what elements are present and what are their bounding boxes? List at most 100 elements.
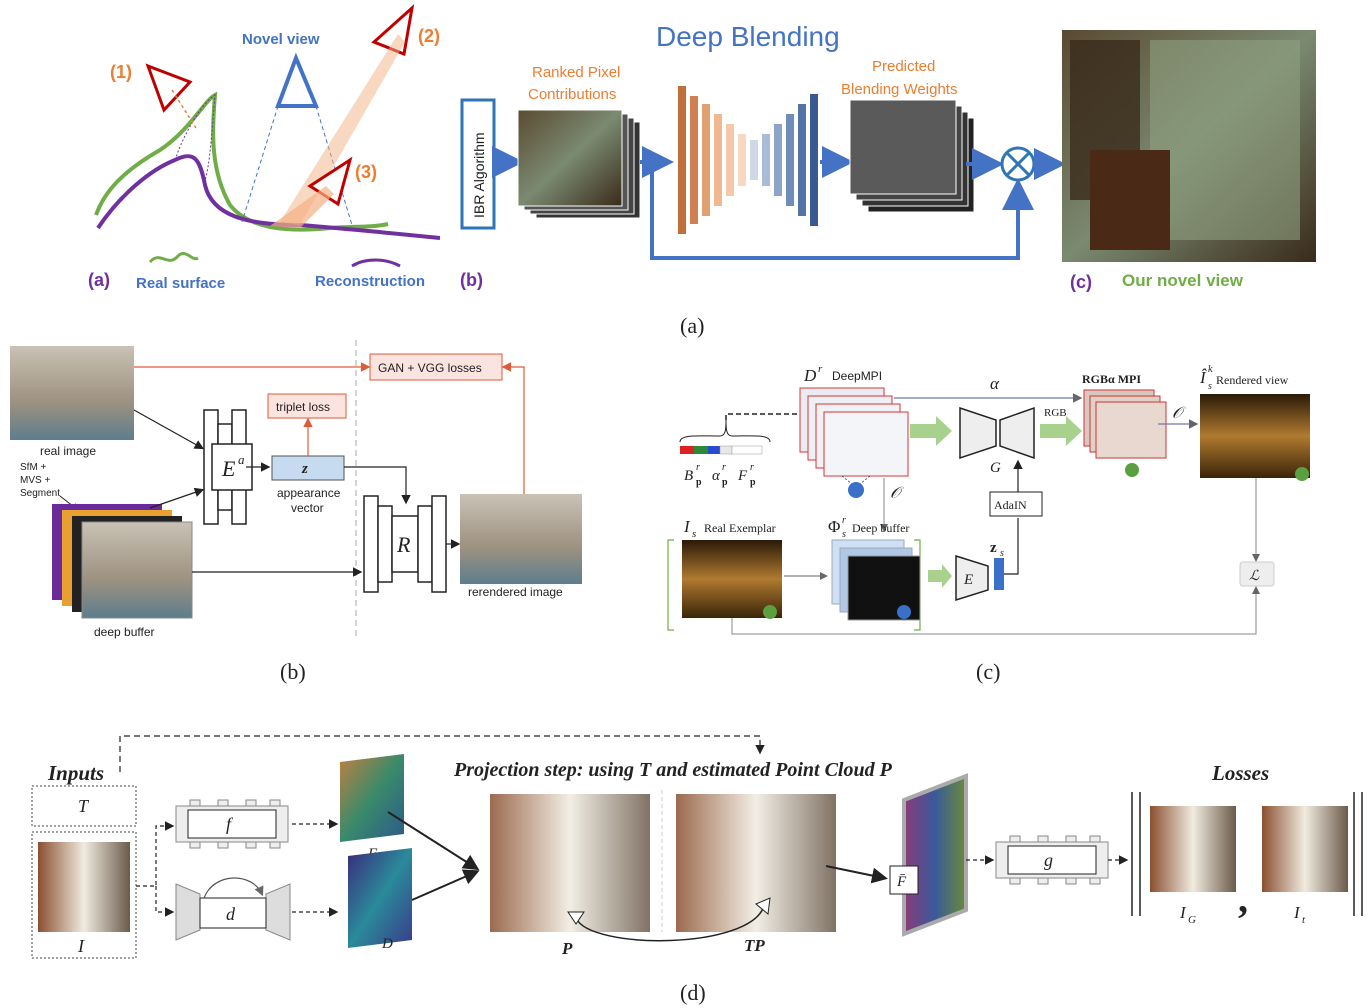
- subfigure-a-geometry: (1) (2) (3) Novel view (a) Real surface …: [88, 4, 441, 292]
- camera-1-icon: [145, 63, 193, 113]
- g-network: [995, 835, 1109, 885]
- camera-icon-3: [1295, 467, 1309, 481]
- deep-buffer-stack: [52, 504, 193, 619]
- I-label: I: [77, 936, 85, 956]
- unet-network-icon: [678, 86, 818, 234]
- subfigure-c-novel-view: (c) Our novel view: [1062, 30, 1316, 292]
- T-label: T: [78, 796, 90, 816]
- reconstruction-legend-swatch: [351, 258, 401, 268]
- our-novel-view-label: Our novel view: [1122, 271, 1244, 290]
- point-cloud-TP: [676, 794, 836, 932]
- panel-c-caption: (c): [976, 659, 1000, 684]
- E-label: E: [963, 572, 973, 588]
- d-network: [175, 877, 291, 941]
- rendered-symbol: Î: [1199, 368, 1207, 387]
- panel-a-caption: (a): [680, 313, 704, 338]
- sub-a-label: (a): [88, 270, 110, 290]
- sfm-label-1: SfM +: [20, 462, 47, 473]
- panel-c: D r DeepMPI α G RGB RGBα MPI 𝒪 Î: [667, 363, 1310, 684]
- Fbar-label: F̄: [896, 874, 907, 890]
- renderer-block: R: [363, 495, 447, 593]
- F-sub: p: [750, 477, 756, 488]
- loss-comma: ,: [1238, 876, 1248, 921]
- panel-b-caption: (b): [280, 659, 306, 684]
- phi-label: Φ: [828, 517, 840, 536]
- rgb-label: RGB: [1044, 407, 1067, 419]
- zs-vector: [994, 558, 1004, 590]
- point-cloud-P: [490, 794, 650, 932]
- camera-icon-2: [1125, 463, 1139, 477]
- loss-label: ℒ: [1249, 569, 1260, 584]
- I-input-photo: [38, 842, 130, 932]
- alpha-p-sub: p: [722, 477, 728, 488]
- renderer-label: R: [396, 532, 411, 557]
- sfm-label-3: Segment: [20, 488, 60, 499]
- novel-view-label: Novel view: [242, 31, 320, 48]
- rendered-view-photo: [1200, 394, 1310, 478]
- deepmpi-label: DeepMPI: [832, 369, 882, 383]
- zs-sub: s: [1000, 548, 1004, 559]
- deepmpi-symbol: D: [803, 366, 817, 385]
- deep-buffer-label: deep buffer: [94, 625, 155, 639]
- sub-b-label: (b): [460, 270, 483, 290]
- encoder-block: E a: [203, 409, 253, 525]
- losses-label: Losses: [1211, 761, 1269, 785]
- It-sub: t: [1302, 914, 1306, 926]
- z-label: z: [301, 461, 308, 477]
- D-label: D: [381, 936, 393, 952]
- rgba-mpi-volume: [1083, 389, 1167, 459]
- reconstruction-label: Reconstruction: [315, 273, 425, 290]
- predicted-label-2: Blending Weights: [841, 81, 957, 98]
- real-exemplar-photo: [682, 540, 782, 618]
- real-surface-label: Real surface: [136, 275, 225, 292]
- B-label: B: [684, 468, 693, 484]
- IG-sub: G: [1188, 914, 1196, 926]
- ibr-algorithm-box: [460, 98, 496, 230]
- gan-vgg-label: GAN + VGG losses: [378, 361, 482, 375]
- panel-b: real image SfM + MVS + Segment deep buff…: [10, 340, 582, 684]
- real-image-photo: [10, 346, 134, 440]
- sfm-label-2: MVS +: [20, 475, 50, 486]
- appearance-label-2: vector: [291, 501, 324, 515]
- blending-weights-stack: [849, 99, 975, 213]
- projection-step-title: Projection step: using T and estimated P…: [453, 759, 893, 781]
- skip-connection-arrow: [650, 164, 1034, 260]
- inputs-label: Inputs: [47, 761, 104, 785]
- P-label: P: [561, 939, 573, 958]
- f-network: [175, 799, 289, 849]
- camera-2-ray: [280, 34, 405, 225]
- F-sup: r: [750, 462, 754, 473]
- ranked-pixel-label-2: Contributions: [528, 86, 616, 103]
- deepmpi-sup: r: [818, 363, 823, 375]
- deep-blending-title: Deep Blending: [656, 21, 840, 52]
- panel-d: Inputs T I f d F: [31, 735, 1363, 1005]
- subfigure-b-deep-blending: Deep Blending IBR Algorithm Ranked Pixel…: [460, 21, 1066, 290]
- ranked-pixel-stack: [517, 109, 641, 219]
- It-photo: [1262, 806, 1348, 892]
- predicted-label-1: Predicted: [872, 58, 935, 75]
- camera-3-label: (3): [355, 162, 377, 182]
- rendered-sub: s: [1208, 381, 1212, 392]
- alpha-p-label: α: [712, 468, 721, 484]
- B-sub: p: [696, 477, 702, 488]
- IG-photo: [1150, 806, 1236, 892]
- color-bar: [680, 445, 763, 455]
- phi-sub: s: [842, 529, 846, 540]
- encoder-label: E: [221, 456, 236, 481]
- encoder-sup: a: [238, 452, 245, 467]
- f-label: f: [226, 814, 234, 834]
- g-label: g: [1044, 850, 1053, 870]
- deepmpi-volume: [799, 387, 909, 477]
- real-image-label: real image: [40, 444, 96, 458]
- d-label: d: [226, 904, 236, 924]
- multiply-operator-icon: [1000, 146, 1036, 182]
- sub-c-label: (c): [1070, 272, 1092, 292]
- feature-map-Fbar: [902, 773, 968, 937]
- rendered-sup: k: [1208, 364, 1213, 375]
- adain-label: AdaIN: [994, 498, 1027, 512]
- F-label: F: [737, 468, 748, 484]
- panel-a: (1) (2) (3) Novel view (a) Real surface …: [88, 4, 1316, 338]
- alpha-p-sup: r: [722, 462, 726, 473]
- TP-label: TP: [744, 936, 765, 955]
